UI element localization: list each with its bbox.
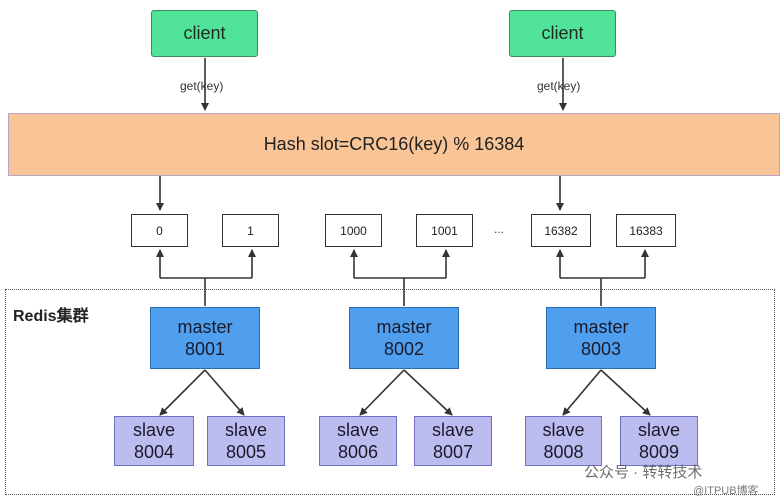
slave-node-8009: slave 8009 [620, 416, 698, 466]
slot-box: 1001 [416, 214, 473, 247]
slave-node-8009-port: 8009 [638, 442, 680, 462]
redis-cluster-boundary [5, 289, 775, 495]
hash-slot-bar: Hash slot=CRC16(key) % 16384 [8, 113, 780, 176]
master-node-8001-port: 8001 [184, 339, 226, 359]
slot-label: 16383 [629, 223, 663, 238]
slave-node-8005-name: slave [224, 420, 268, 440]
master-node-8003-port: 8003 [580, 339, 622, 359]
slot-box: 1000 [325, 214, 382, 247]
slot-label: 1001 [431, 223, 458, 238]
slave-node-8007-name: slave [431, 420, 475, 440]
slave-node-8008-name: slave [542, 420, 585, 440]
slot-box: 1 [222, 214, 279, 247]
master-8002-to-slave-8006-arrow [359, 369, 405, 416]
master-node-8002-name: master [376, 317, 432, 337]
slave-node-8006: slave 8006 [319, 416, 397, 466]
slave-node-8006-port: 8006 [337, 442, 379, 462]
master-node-8003: master 8003 [546, 307, 656, 369]
slot-label: 1 [247, 223, 254, 238]
slave-node-8009-name: slave [637, 420, 681, 440]
slave-node-8008-port: 8008 [543, 442, 584, 462]
client-node-1-label: client [183, 23, 226, 43]
slot-label: 16382 [544, 223, 578, 238]
slave-node-8005: slave 8005 [207, 416, 285, 466]
slot-box: 16383 [616, 214, 676, 247]
slot-label: 1000 [340, 223, 367, 238]
master-node-8002: master 8002 [349, 307, 459, 369]
slave-node-8006-name: slave [336, 420, 380, 440]
master-8003-to-slave-8009-arrow [600, 369, 651, 416]
slave-node-8005-port: 8005 [225, 442, 267, 462]
master-8001-to-slave-8004-arrow [159, 369, 206, 416]
slot-label: 0 [156, 223, 163, 238]
master-8002-to-slave-8007-arrow [403, 369, 453, 416]
client-1-edge-label: get(key) [180, 79, 224, 93]
master-node-8003-name: master [573, 317, 629, 337]
slot-box: 0 [131, 214, 188, 247]
master-8001-to-slave-8005-arrow [204, 369, 245, 416]
slave-node-8007: slave 8007 [414, 416, 492, 466]
slot-box: 16382 [531, 214, 591, 247]
master-node-8002-port: 8002 [383, 339, 425, 359]
client-node-2-label: client [541, 23, 584, 43]
slave-node-8004: slave 8004 [114, 416, 194, 466]
master-node-8001-name: master [177, 317, 233, 337]
watermark-text: 公众号 · 转转技术 [584, 464, 703, 481]
redis-cluster-label: Redis集群 [13, 308, 89, 325]
slave-node-8007-port: 8007 [432, 442, 474, 462]
client-node-1: client [151, 10, 258, 57]
slave-node-8008: slave 8008 [525, 416, 602, 466]
slave-node-8004-name: slave [132, 420, 176, 440]
client-node-2: client [509, 10, 616, 57]
slave-node-8004-port: 8004 [133, 442, 175, 462]
master-8003-to-slave-8008-arrow [562, 369, 602, 416]
watermark-source: @ITPUB博客 [693, 485, 759, 497]
client-2-edge-label: get(key) [537, 79, 581, 93]
master-node-8001: master 8001 [150, 307, 260, 369]
slots-ellipsis: ... [494, 222, 505, 236]
hash-slot-formula: Hash slot=CRC16(key) % 16384 [263, 134, 525, 154]
